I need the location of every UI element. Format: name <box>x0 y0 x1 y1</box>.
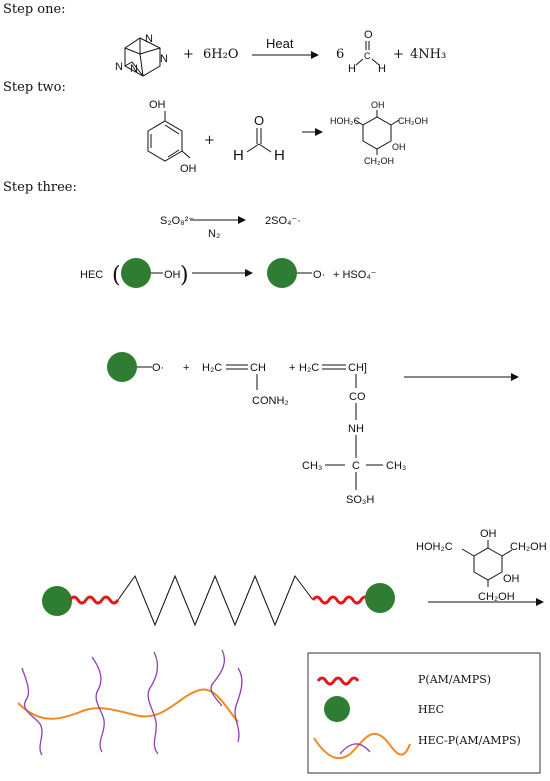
persulfate-label: S₂O₈²⁻ <box>160 215 194 227</box>
formaldehyde-step2: O H H <box>233 113 285 164</box>
formaldehyde-o: O <box>364 29 373 41</box>
hec-particle <box>121 258 151 288</box>
amps-c-center: C <box>352 460 360 472</box>
legend-item-2: HEC <box>418 703 444 716</box>
crosslinker-hoh2c: HOH₂C <box>416 541 453 553</box>
hso4-label: + HSO₄⁻ <box>333 269 377 281</box>
step-two-heading: Step two: <box>3 80 66 95</box>
hydroxymethyl-resorcinol: OH HOH₂C CH₂OH OH CH₂OH <box>330 100 428 166</box>
form2-o: O <box>254 113 264 128</box>
hydrogel-network <box>17 649 243 756</box>
o-radical-2: O· <box>152 362 164 374</box>
n2-label: N₂ <box>208 228 220 240</box>
amps-nh: NH <box>348 423 364 435</box>
resorcinol: OH OH <box>147 99 197 175</box>
resorcinol-oh-bottom: OH <box>180 163 197 175</box>
legend-polymer-swatch <box>316 676 360 686</box>
product-ch2oh-right: CH₂OH <box>398 116 428 126</box>
bracket-open: ( <box>112 263 121 288</box>
chain-polymer-right <box>311 595 371 605</box>
chain-polymer-left <box>68 595 120 605</box>
chain-hec-right <box>365 583 395 613</box>
plus-b: + <box>289 362 295 374</box>
hexamethylenetetramine: N N N N <box>115 33 168 77</box>
hmt-n-right: N <box>160 53 168 65</box>
step2-plus: + <box>204 133 215 148</box>
hec-radical-particle <box>267 258 297 288</box>
product-hoh2c: HOH₂C <box>330 116 360 126</box>
amps-so3h: SO₃H <box>346 494 374 506</box>
ammonia-label: 4NH₃ <box>410 47 446 62</box>
hec-label: HEC <box>80 269 103 281</box>
chain-hec-left <box>42 586 72 616</box>
amps-co: CO <box>349 391 366 403</box>
amps-ch: CH] <box>348 362 367 374</box>
hec-oh: OH <box>164 269 181 281</box>
hmt-n-top: N <box>145 33 153 45</box>
amps-ch3-right: CH₃ <box>386 460 406 472</box>
product-oh-top: OH <box>371 100 385 110</box>
hec-radical-particle-2 <box>107 352 137 382</box>
step-three-heading: Step three: <box>3 180 77 195</box>
legend-network-orange <box>313 732 411 760</box>
formaldehyde-c: C <box>364 51 371 61</box>
amps-monomer: H₂C CH] CO NH CH₃ C CH₃ SO₃H <box>299 362 406 506</box>
legend-item-3: HEC-P(AM/AMPS) <box>418 734 521 747</box>
product-oh-right: OH <box>392 142 406 152</box>
acrylamide: H₂C CH CONH₂ <box>202 362 289 407</box>
bracket-close: ) <box>180 263 189 288</box>
crosslinker-oh-top: OH <box>480 528 497 540</box>
legend-box: P(AM/AMPS) HEC HEC-P(AM/AMPS) <box>307 652 541 774</box>
formaldehyde-step1: O C H H <box>348 29 386 75</box>
plus-a: + <box>183 362 189 374</box>
crosslinker-ch2oh-bottom: CH₂OH <box>478 591 515 603</box>
hec-o-radical: O· <box>313 269 325 281</box>
step1-plus-1: + <box>183 47 194 62</box>
amps-ch3-left: CH₃ <box>302 460 322 472</box>
form2-h1: H <box>233 147 244 164</box>
heat-label: Heat <box>266 36 294 51</box>
step-one-heading: Step one: <box>3 2 66 17</box>
hmt-n-mid: N <box>130 63 138 75</box>
form2-h2: H <box>274 147 285 164</box>
amps-h2c: H₂C <box>299 362 319 374</box>
legend-hec-swatch <box>324 696 350 722</box>
formaldehyde-h1: H <box>348 63 356 75</box>
chain-backbone <box>117 574 314 627</box>
legend-network-purple <box>339 743 371 755</box>
formaldehyde-coefficient: 6 <box>336 47 344 62</box>
legend-item-1: P(AM/AMPS) <box>418 673 491 686</box>
crosslinker-oh-right: OH <box>503 573 520 585</box>
water-label: 6H₂O <box>203 47 238 62</box>
crosslinker-ch2oh-right: CH₂OH <box>510 541 547 553</box>
sulfate-radical-label: 2SO₄⁻· <box>265 215 301 227</box>
acrylamide-conh2: CONH₂ <box>252 395 289 407</box>
product-ch2oh-bottom: CH₂OH <box>364 156 394 166</box>
crosslinker-structure: OH HOH₂C CH₂OH OH CH₂OH <box>416 528 547 603</box>
resorcinol-oh-top: OH <box>149 99 166 111</box>
acrylamide-h2c: H₂C <box>202 362 222 374</box>
step1-plus-2: + <box>393 47 404 62</box>
formaldehyde-h2: H <box>378 63 386 75</box>
hmt-n-left: N <box>115 61 123 73</box>
acrylamide-ch: CH <box>250 362 266 374</box>
